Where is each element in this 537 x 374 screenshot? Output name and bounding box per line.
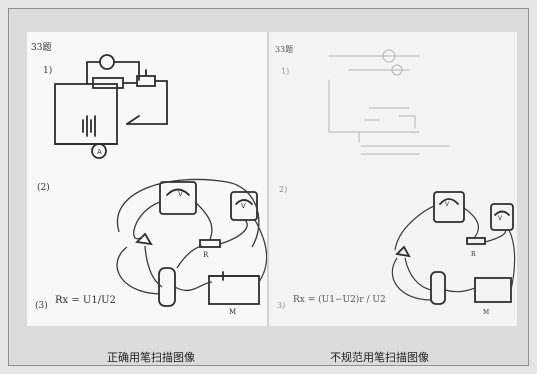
- voltmeter-device-2: [490, 203, 514, 231]
- right-formula: Rx = (U1−U2)r / U2: [293, 295, 386, 305]
- voltmeter-device: [159, 181, 197, 215]
- left-part1-mark: 1): [43, 66, 53, 76]
- schematic-loop: [54, 83, 118, 145]
- switch-device: [395, 245, 411, 258]
- right-meter-v-label: V: [445, 201, 450, 208]
- left-meter-v2-label: V: [241, 202, 246, 210]
- right-heading: 33题: [275, 45, 294, 54]
- panel-divider: [267, 32, 269, 326]
- correct-circuit-drawing: V V A R M: [54, 54, 267, 316]
- rheostat-device: [474, 277, 512, 303]
- left-formula: Rx = U1/U2: [55, 295, 116, 306]
- right-meter-v2-label: V: [498, 215, 503, 222]
- resistor-device: [199, 239, 221, 248]
- left-meter-v-label: V: [178, 190, 183, 198]
- resistor-device: [466, 237, 486, 245]
- caption-irregular-scan: 不规范用笔扫描图像: [330, 351, 429, 364]
- caption-correct-scan: 正确用笔扫描图像: [107, 351, 195, 364]
- left-part3-mark: (3): [35, 301, 48, 311]
- right-part2-mark: 2): [279, 185, 288, 194]
- left-meter-a-label: A: [97, 148, 102, 156]
- left-m-label: M: [229, 308, 236, 316]
- right-r-label: R: [471, 251, 476, 258]
- right-part1-mark: 1): [281, 67, 290, 76]
- irregular-circuit-drawing: V V R M: [328, 49, 516, 316]
- schematic-resistor: [92, 77, 124, 89]
- schematic-voltmeter-icon: [99, 54, 115, 70]
- left-part2-mark: (2): [37, 183, 50, 193]
- rheostat-device: [208, 275, 260, 305]
- left-r-label: R: [203, 251, 209, 259]
- scan-area: 33题 1) (2) (3) Rx = U1/U2: [27, 32, 517, 326]
- irregular-scan-panel: 33题 1) 2) 3) Rx = (U1−U2)r / U2: [269, 32, 517, 326]
- voltmeter-device-2: [230, 191, 258, 221]
- schematic-ammeter-icon: [91, 143, 107, 159]
- battery-device: [430, 271, 446, 305]
- right-part3-mark: 3): [277, 301, 286, 310]
- correct-scan-panel: 33题 1) (2) (3) Rx = U1/U2: [27, 32, 267, 326]
- left-heading: 33题: [31, 43, 52, 53]
- right-m-label: M: [483, 309, 489, 316]
